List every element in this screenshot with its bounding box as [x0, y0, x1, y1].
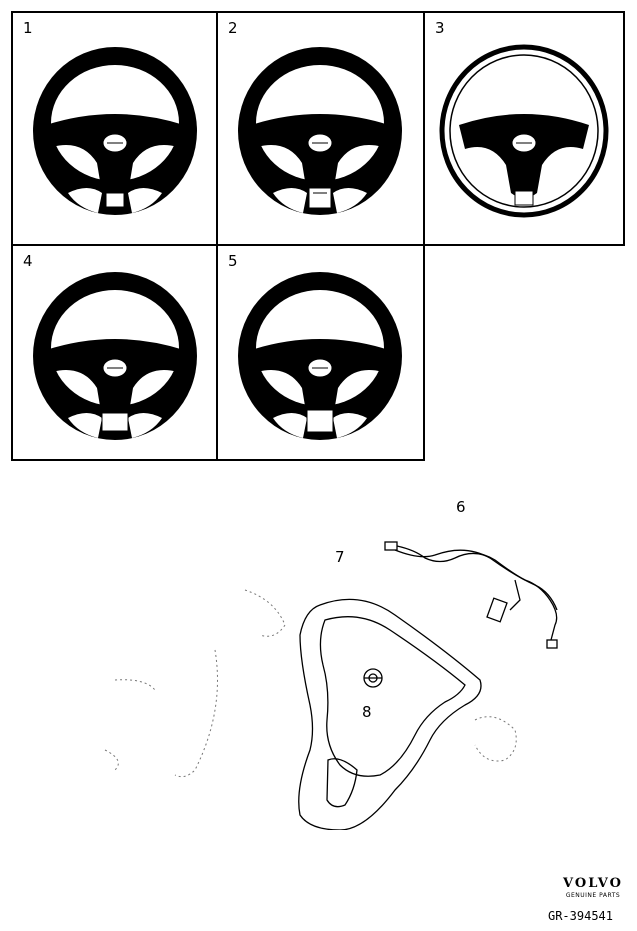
exploded-parts-illustration	[104, 541, 558, 830]
variant-label-1: 1	[23, 19, 33, 37]
variant-cell-1: 1	[11, 11, 218, 246]
steering-wheel-illustration-4	[33, 272, 197, 440]
emblem-bolt	[363, 668, 383, 688]
callout-8: 8	[362, 703, 372, 721]
faint-ghost-parts	[104, 589, 517, 778]
variant-label-4: 4	[23, 252, 33, 270]
variant-label-3: 3	[435, 19, 445, 37]
callout-7: 7	[335, 548, 345, 566]
steering-wheel-illustration-5	[238, 272, 402, 440]
steering-wheel-illustration-1	[33, 47, 197, 215]
variant-label-2: 2	[228, 19, 238, 37]
brand-logo-text: VOLVO	[563, 876, 623, 891]
variant-cell-5: 5	[216, 244, 425, 461]
wiring-harness	[384, 541, 558, 649]
variant-grid: 1 2 3	[11, 11, 625, 461]
variant-cell-2: 2	[216, 11, 425, 246]
variant-label-5: 5	[228, 252, 238, 270]
brand-subtitle: GENUINE PARTS	[565, 892, 621, 899]
airbag-cover	[298, 598, 482, 830]
variant-cell-3: 3	[423, 11, 625, 246]
callout-6: 6	[456, 498, 466, 516]
steering-wheel-illustration-3	[439, 44, 609, 218]
diagram-reference-number: GR-394541	[547, 909, 613, 923]
steering-wheel-illustration-2	[238, 47, 402, 215]
volvo-genuine-parts-logo: VOLVO GENUINE PARTS	[563, 876, 623, 899]
variant-cell-4: 4	[11, 244, 218, 461]
